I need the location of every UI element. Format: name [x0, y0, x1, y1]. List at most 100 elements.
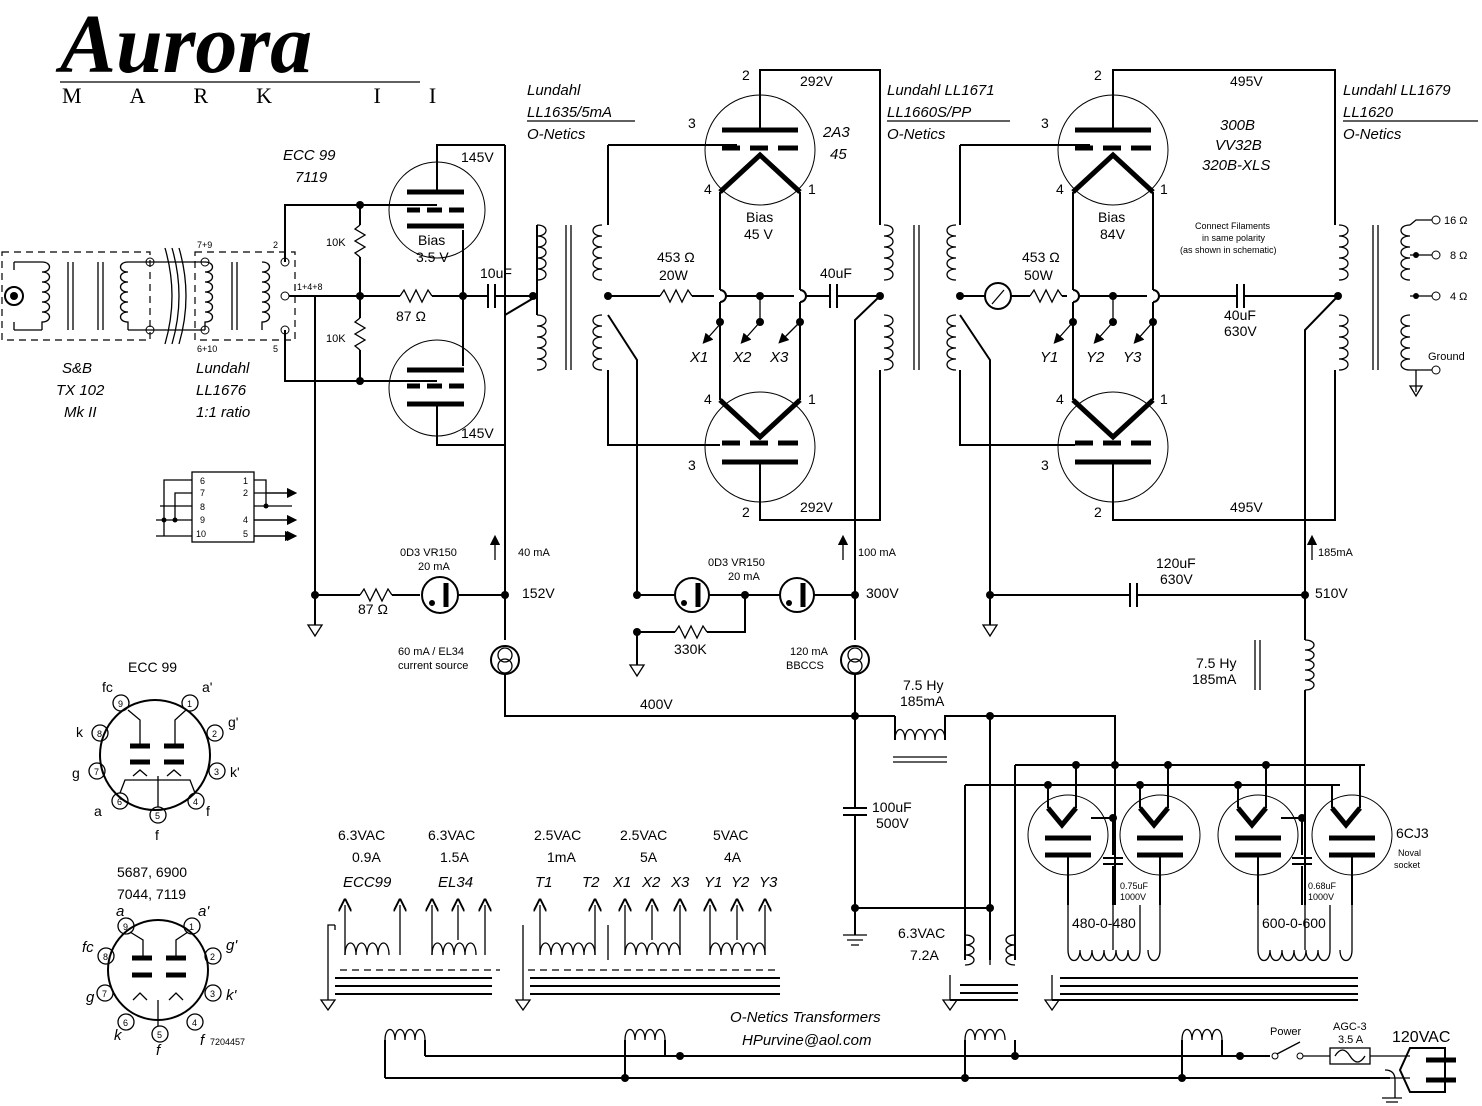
- svg-text:Aurora: Aurora: [55, 0, 312, 91]
- svg-text:4: 4: [192, 1018, 197, 1028]
- svg-text:4: 4: [1056, 181, 1064, 197]
- svg-text:1000V: 1000V: [1308, 892, 1334, 902]
- svg-text:20 mA: 20 mA: [418, 561, 450, 573]
- svg-text:5: 5: [157, 1030, 162, 1040]
- svg-text:6: 6: [123, 1018, 128, 1028]
- hv-filter: 7.5 Hy 185mA 100uF 500V: [843, 677, 1116, 960]
- svg-text:10: 10: [196, 529, 206, 539]
- svg-text:f: f: [206, 803, 210, 819]
- svg-text:7119: 7119: [295, 169, 328, 186]
- aurora-logo: Aurora MARK II: [55, 0, 436, 108]
- svg-text:g: g: [72, 765, 80, 781]
- svg-text:5: 5: [243, 529, 248, 539]
- svg-text:100 mA: 100 mA: [858, 547, 897, 559]
- stage1-supply: 87 Ω 0D3 VR150 20 mA 40 mA 152V 60 mA / …: [306, 296, 855, 717]
- svg-text:k': k': [230, 764, 240, 780]
- svg-text:8: 8: [200, 502, 205, 512]
- svg-text:in same polarity: in same polarity: [1202, 233, 1266, 243]
- svg-text:7: 7: [102, 989, 107, 999]
- svg-text:7.5 Hy: 7.5 Hy: [1196, 655, 1236, 671]
- svg-text:ECC 99: ECC 99: [283, 147, 336, 164]
- svg-text:LL1660S/PP: LL1660S/PP: [887, 104, 971, 121]
- svg-text:g': g': [228, 714, 238, 730]
- svg-text:60 mA / EL34: 60 mA / EL34: [398, 646, 464, 658]
- svg-text:453 Ω: 453 Ω: [1022, 249, 1060, 265]
- svg-text:1+4+8: 1+4+8: [297, 282, 323, 292]
- svg-text:40uF: 40uF: [1224, 307, 1256, 323]
- svg-text:3: 3: [688, 115, 696, 131]
- input-transformer-sb: S&B TX 102 Mk II: [1, 247, 205, 421]
- svg-text:9: 9: [200, 515, 205, 525]
- svg-text:k': k': [226, 987, 238, 1004]
- svg-text:2.5VAC: 2.5VAC: [620, 827, 667, 843]
- svg-text:510V: 510V: [1315, 585, 1348, 601]
- svg-text:10uF: 10uF: [480, 265, 512, 281]
- svg-text:292V: 292V: [800, 499, 833, 515]
- svg-text:630V: 630V: [1160, 571, 1193, 587]
- svg-text:Bias: Bias: [1098, 209, 1125, 225]
- svg-text:Y2: Y2: [1086, 349, 1105, 366]
- svg-text:Connect Filaments: Connect Filaments: [1195, 221, 1271, 231]
- svg-text:k: k: [76, 724, 84, 740]
- svg-text:4: 4: [704, 391, 712, 407]
- svg-text:fc: fc: [102, 679, 113, 695]
- svg-text:LL1676: LL1676: [196, 382, 247, 399]
- svg-text:LL1620: LL1620: [1343, 104, 1394, 121]
- svg-text:6CJ3: 6CJ3: [1396, 825, 1429, 841]
- svg-text:X1: X1: [689, 349, 708, 366]
- svg-text:Mk II: Mk II: [64, 404, 97, 421]
- svg-text:f: f: [156, 1042, 162, 1059]
- svg-text:2: 2: [210, 952, 215, 962]
- svg-text:Ground: Ground: [1428, 351, 1465, 363]
- svg-text:3: 3: [1041, 457, 1049, 473]
- svg-text:S&B: S&B: [62, 360, 92, 377]
- svg-text:600-0-600: 600-0-600: [1262, 915, 1326, 931]
- svg-text:495V: 495V: [1230, 73, 1263, 89]
- svg-text:300B: 300B: [1220, 117, 1255, 134]
- svg-text:HPurvine@aol.com: HPurvine@aol.com: [742, 1032, 871, 1049]
- svg-text:145V: 145V: [461, 425, 494, 441]
- svg-text:Y1: Y1: [704, 874, 722, 891]
- svg-text:O-Netics Transformers: O-Netics Transformers: [730, 1009, 881, 1026]
- svg-text:1: 1: [1160, 181, 1168, 197]
- svg-text:f: f: [200, 1032, 206, 1049]
- svg-text:120uF: 120uF: [1156, 555, 1196, 571]
- svg-text:Bias: Bias: [746, 209, 773, 225]
- 2a3-stage: 292V 2 3 4 1 2A3 45 Bias 45 V 453 Ω 20W …: [608, 67, 884, 521]
- svg-text:T2: T2: [582, 874, 600, 891]
- svg-text:1: 1: [1160, 391, 1168, 407]
- svg-text:0D3 VR150: 0D3 VR150: [400, 547, 457, 559]
- svg-text:1:1 ratio: 1:1 ratio: [196, 404, 250, 421]
- svg-text:630V: 630V: [1224, 323, 1257, 339]
- svg-text:5A: 5A: [640, 849, 658, 865]
- svg-text:4: 4: [193, 797, 198, 807]
- svg-text:495V: 495V: [1230, 499, 1263, 515]
- svg-text:500V: 500V: [876, 815, 909, 831]
- svg-text:40uF: 40uF: [820, 265, 852, 281]
- svg-text:5VAC: 5VAC: [713, 827, 749, 843]
- svg-text:7: 7: [94, 767, 99, 777]
- stage2-supply: 330K 0D3 VR150 20 mA 100 mA 300V 120 mA …: [628, 534, 899, 716]
- svg-text:O-Netics: O-Netics: [1343, 126, 1402, 143]
- svg-text:a': a': [198, 903, 210, 920]
- svg-text:2A3: 2A3: [822, 124, 850, 141]
- svg-text:(as shown in schematic): (as shown in schematic): [1180, 245, 1277, 255]
- svg-text:330K: 330K: [674, 641, 707, 657]
- svg-text:fc: fc: [82, 939, 94, 956]
- svg-text:X1: X1: [612, 874, 631, 891]
- svg-text:45 V: 45 V: [744, 226, 773, 242]
- svg-text:3.5 V: 3.5 V: [416, 249, 449, 265]
- svg-text:2: 2: [243, 488, 248, 498]
- svg-text:AGC-3: AGC-3: [1333, 1021, 1367, 1033]
- svg-text:0.75uF: 0.75uF: [1120, 881, 1149, 891]
- svg-text:6.3VAC: 6.3VAC: [898, 925, 945, 941]
- svg-text:40 mA: 40 mA: [518, 547, 550, 559]
- svg-text:Lundahl LL1679: Lundahl LL1679: [1343, 82, 1451, 99]
- svg-text:socket: socket: [1394, 860, 1421, 870]
- svg-text:9: 9: [118, 699, 123, 709]
- svg-text:1.5A: 1.5A: [440, 849, 469, 865]
- svg-text:3: 3: [214, 767, 219, 777]
- power-transformer-secondaries: 480-0-480 600-0-600 6.3VAC 7.2A: [898, 905, 1358, 1078]
